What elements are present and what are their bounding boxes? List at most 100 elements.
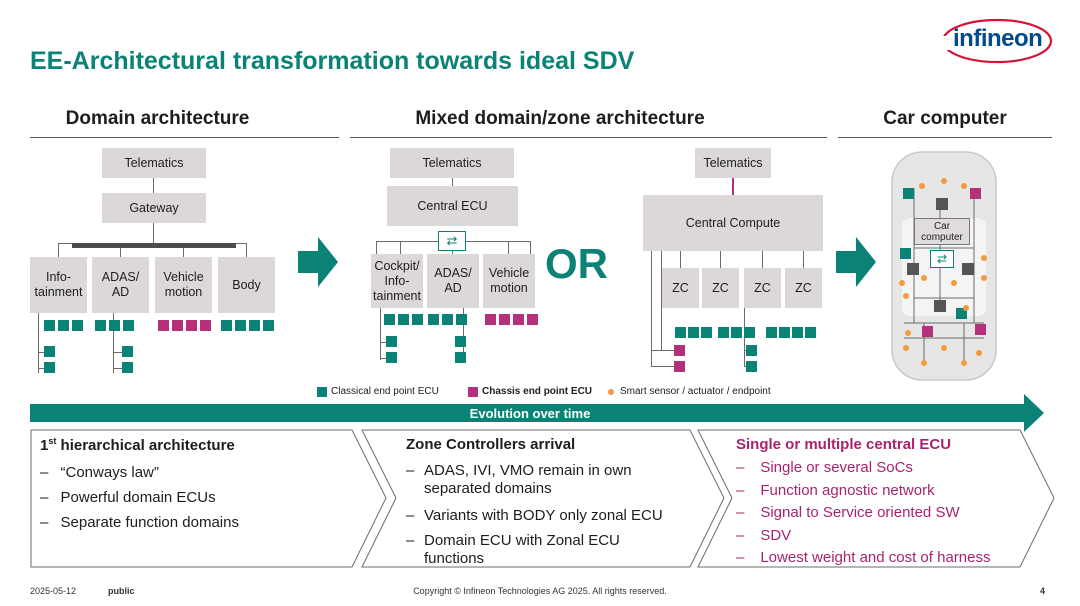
connector (463, 308, 464, 360)
classical-ecu (442, 314, 453, 325)
panel3-heading: Single or multiple central ECU (736, 436, 952, 453)
classical-ecu (386, 336, 397, 347)
classical-ecu (235, 320, 246, 331)
list-item-text: Variants with BODY only zonal ECU (424, 507, 663, 524)
list-item: –Signal to Service oriented SW (736, 504, 960, 521)
domain-box-body: Body (218, 257, 275, 313)
classical-ecu (675, 327, 686, 338)
chassis-ecu (172, 320, 183, 331)
car-computer-box: Car computer (914, 218, 970, 245)
chassis-ecu (527, 314, 538, 325)
zone-controller: ZC (744, 268, 781, 308)
infineon-logo: infineon (938, 14, 1056, 66)
classical-ecu (44, 346, 55, 357)
classical-ecu (44, 320, 55, 331)
list-item-text: Signal to Service oriented SW (760, 504, 960, 521)
mixed-box-cockpit: Cockpit/ Info-tainment (371, 254, 423, 308)
classical-ecu (688, 327, 699, 338)
connector (183, 248, 184, 257)
connector (651, 251, 652, 366)
connector (651, 350, 676, 351)
domain-telematics-box: Telematics (102, 148, 206, 178)
connector (38, 368, 48, 369)
chassis-ecu (674, 345, 685, 356)
list-item: –Lowest weight and cost of harness (736, 549, 991, 566)
panel2-heading: Zone Controllers arrival (406, 436, 576, 453)
legend-classical-label: Classical end point ECU (331, 386, 439, 397)
or-label: OR (545, 240, 608, 287)
connector (508, 241, 530, 242)
legend-smart-dot (608, 389, 614, 395)
classical-ecu (455, 336, 466, 347)
classical-ecu (779, 327, 790, 338)
classical-ecu (455, 352, 466, 363)
classical-ecu (58, 320, 69, 331)
zone-controller: ZC (702, 268, 739, 308)
list-item-text: Single or several SoCs (760, 459, 913, 476)
transition-arrow-icon (836, 237, 876, 292)
connector (376, 241, 400, 242)
panel1-heading: 1st hierarchical architecture (40, 436, 235, 454)
domain-box-vehicle-motion: Vehicle motion (155, 257, 212, 313)
list-item: –SDV (736, 527, 792, 544)
panel-outlines (30, 428, 1060, 570)
chassis-ecu (513, 314, 524, 325)
connector (376, 241, 377, 254)
connector (380, 358, 388, 359)
list-item: –Function agnostic network (736, 482, 935, 499)
domain-gateway-box: Gateway (102, 193, 206, 223)
chassis-ecu (499, 314, 510, 325)
header-car-computer: Car computer (883, 108, 1007, 129)
connector (661, 251, 662, 351)
connector (466, 241, 508, 242)
classical-ecu (746, 361, 757, 372)
footer-page-number: 4 (1040, 586, 1046, 596)
domain-box-infotainment: Info-tainment (30, 257, 87, 313)
zone-controller: ZC (785, 268, 822, 308)
chassis-ecu (186, 320, 197, 331)
classical-ecu (122, 362, 133, 373)
connector (762, 251, 763, 268)
swap-arrows-icon: ⇄ (438, 231, 466, 251)
list-item-text: Lowest weight and cost of harness (760, 549, 991, 566)
central-compute-box: Central Compute (643, 195, 823, 251)
list-item-text: Function agnostic network (760, 482, 935, 499)
list-item-text: Separate function domains (60, 514, 239, 531)
zone-controller: ZC (662, 268, 699, 308)
connector (113, 352, 123, 353)
classical-ecu (221, 320, 232, 331)
connector (400, 241, 401, 254)
legend-chassis-label: Chassis end point ECU (482, 386, 593, 397)
mixed-telematics-box: Telematics (390, 148, 514, 178)
rule-car (838, 137, 1052, 138)
list-item-text: ADAS, IVI, VMO remain in own separated d… (424, 462, 632, 497)
connector (113, 368, 123, 369)
legend-classical-swatch (317, 387, 327, 397)
connector (508, 241, 509, 254)
evolution-label: Evolution over time (469, 406, 591, 421)
list-item: –Domain ECU with Zonal ECU functions (406, 532, 646, 568)
classical-ecu (249, 320, 260, 331)
classical-ecu (72, 320, 83, 331)
central-ecu-box: Central ECU (387, 186, 518, 226)
rule-mixed (350, 137, 827, 138)
connector (452, 178, 453, 186)
connector (803, 251, 804, 268)
connector (400, 241, 438, 242)
chassis-ecu (200, 320, 211, 331)
classical-ecu (428, 314, 439, 325)
mixed-box-vehicle-motion: Vehicle motion (483, 254, 535, 308)
connector (452, 251, 453, 254)
connector (113, 313, 114, 373)
header-mixed-architecture: Mixed domain/zone architecture (415, 108, 705, 129)
car-computer-label: Car computer (921, 221, 963, 243)
mixed-box-adas: ADAS/ AD (427, 254, 479, 308)
classical-ecu (123, 320, 134, 331)
classical-ecu (263, 320, 274, 331)
classical-ecu (805, 327, 816, 338)
panel1-heading-text: hierarchical architecture (56, 437, 235, 454)
connector (651, 366, 676, 367)
classical-ecu (95, 320, 106, 331)
list-item: –Variants with BODY only zonal ECU (406, 507, 663, 524)
classical-ecu (456, 314, 467, 325)
